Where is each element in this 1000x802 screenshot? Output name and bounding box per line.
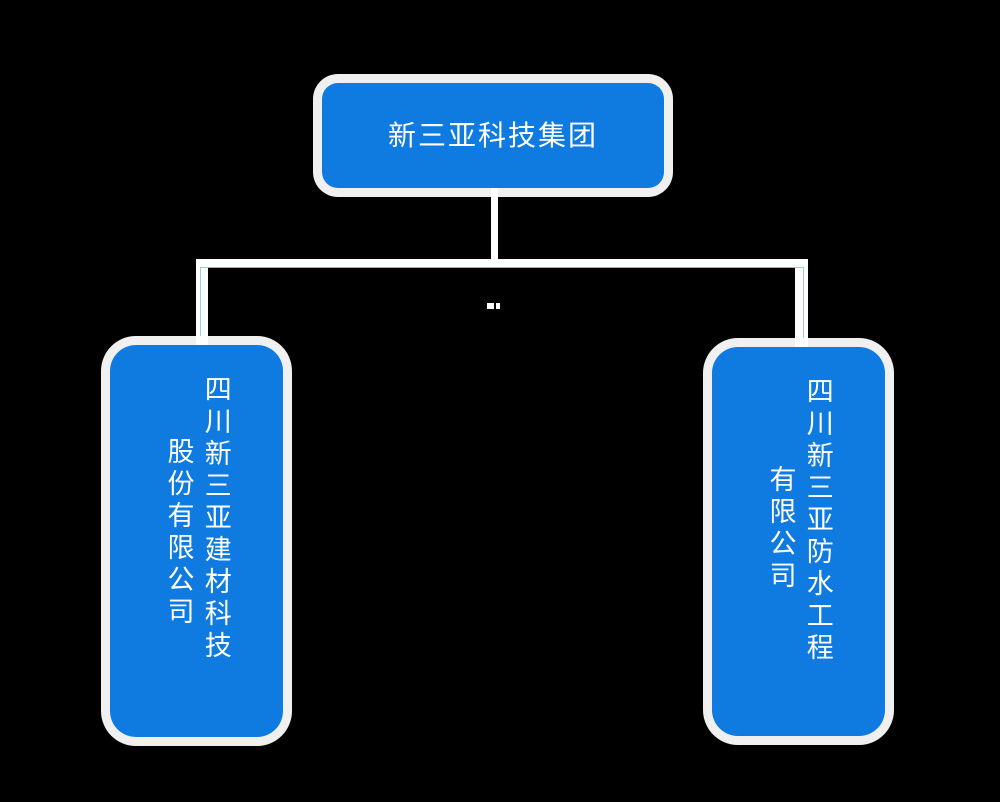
org-node-child-left-column-1: 四川新三亚建材科技 (199, 375, 231, 663)
connector-hairline-bus (200, 267, 804, 268)
org-node-child-right-text: 四川新三亚防水工程 有限公司 (712, 347, 885, 736)
center-artifact-tick-left (487, 303, 494, 309)
org-node-child-left[interactable]: 四川新三亚建材科技 股份有限公司 (110, 345, 283, 737)
connector-root-stem (491, 186, 498, 266)
org-node-child-right-column-1: 四川新三亚防水工程 (801, 377, 833, 665)
org-node-child-left-column-2: 股份有限公司 (162, 437, 194, 629)
connector-hairline-left (200, 267, 201, 351)
connector-drop-left (196, 259, 208, 351)
org-node-root-title: 新三亚科技集团 (387, 118, 598, 152)
org-node-child-left-text: 四川新三亚建材科技 股份有限公司 (110, 345, 283, 737)
connector-hairline-right (803, 267, 804, 351)
center-artifact-tick-right (496, 303, 500, 309)
org-node-child-right-column-2: 有限公司 (764, 465, 796, 593)
connector-drop-right (795, 259, 808, 353)
center-artifact-marks (487, 303, 501, 309)
org-node-root[interactable]: 新三亚科技集团 (322, 83, 664, 188)
org-node-child-right[interactable]: 四川新三亚防水工程 有限公司 (712, 347, 885, 736)
connector-horizontal-bus (196, 259, 808, 267)
